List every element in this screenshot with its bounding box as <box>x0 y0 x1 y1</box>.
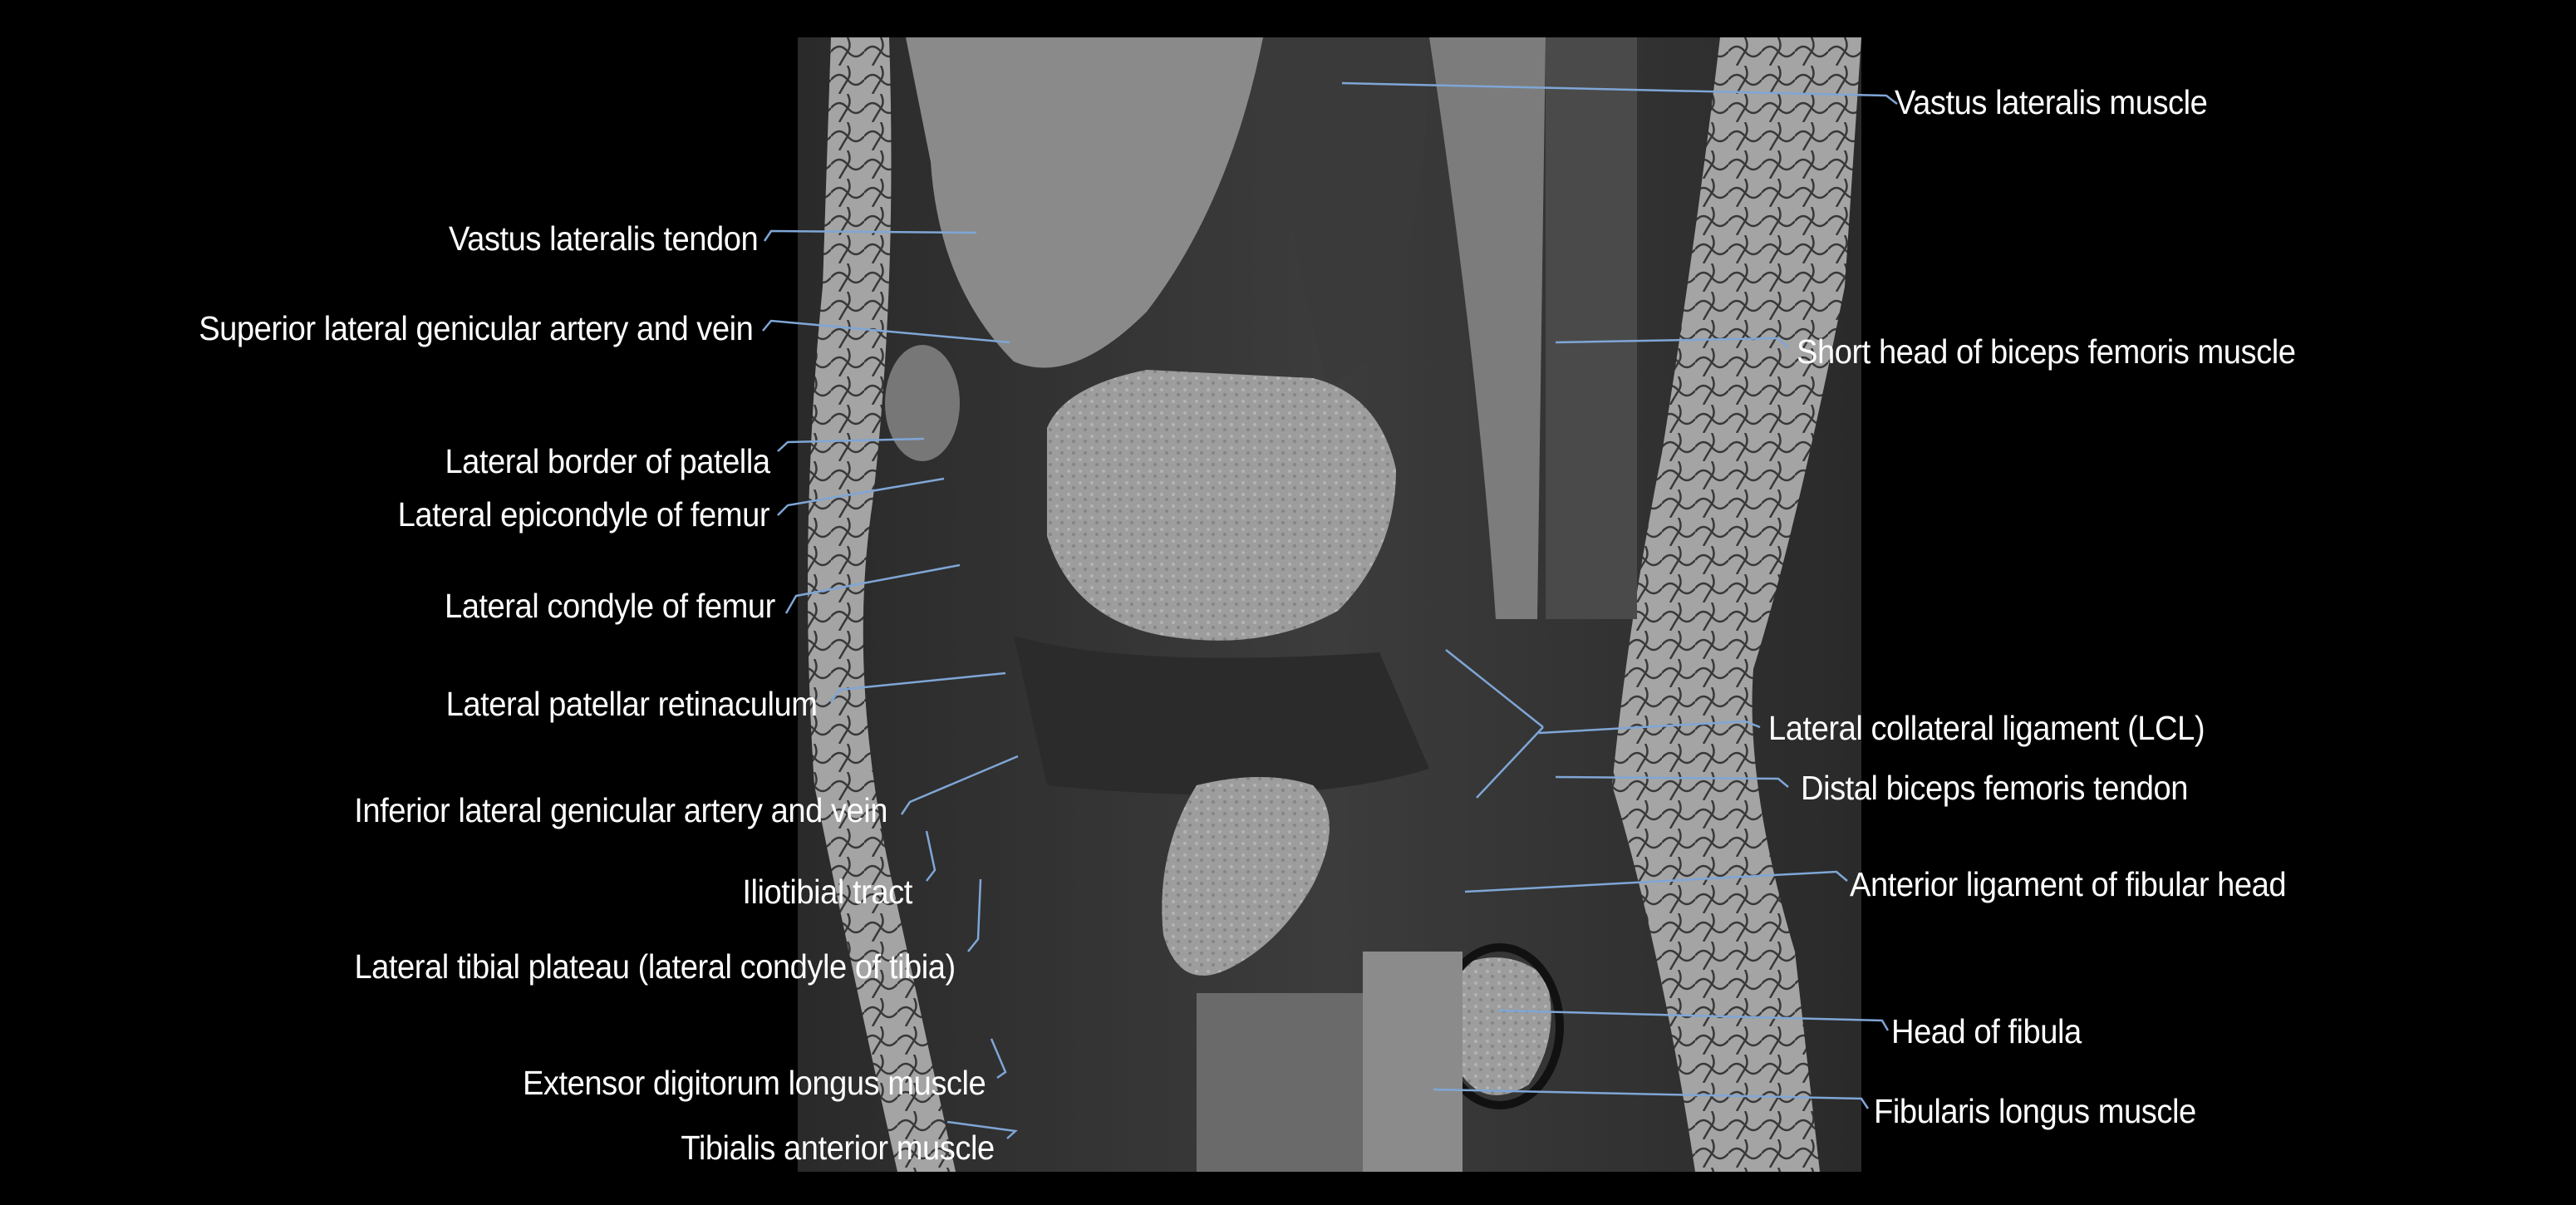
label-lcl: Lateral collateral ligament (LCL) <box>1768 709 2205 747</box>
label-fibularis-longus: Fibularis longus muscle <box>1874 1092 2196 1130</box>
label-distal-biceps-femoris-tendon: Distal biceps femoris tendon <box>1801 769 2188 807</box>
label-anterior-ligament-fibular-head: Anterior ligament of fibular head <box>1850 865 2287 903</box>
label-tibialis-anterior: Tibialis anterior muscle <box>681 1129 995 1167</box>
label-vastus-lateralis-tendon: Vastus lateralis tendon <box>448 219 759 258</box>
label-lateral-epicondyle-femur: Lateral epicondyle of femur <box>397 495 770 534</box>
label-short-head-biceps-femoris: Short head of biceps femoris muscle <box>1797 332 2296 371</box>
knee-mri-image <box>798 37 1861 1172</box>
label-inferior-lateral-genicular: Inferior lateral genicular artery and ve… <box>354 791 887 829</box>
label-lateral-tibial-plateau: Lateral tibial plateau (lateral condyle … <box>354 947 956 986</box>
label-lateral-border-patella: Lateral border of patella <box>445 442 771 480</box>
label-iliotibial-tract: Iliotibial tract <box>742 873 913 911</box>
label-extensor-digitorum-longus: Extensor digitorum longus muscle <box>522 1064 986 1102</box>
label-vastus-lateralis-muscle: Vastus lateralis muscle <box>1895 83 2208 121</box>
label-head-of-fibula: Head of fibula <box>1891 1012 2082 1050</box>
label-lateral-condyle-femur: Lateral condyle of femur <box>445 587 775 625</box>
label-lateral-patellar-retinaculum: Lateral patellar retinaculum <box>446 685 818 723</box>
label-superior-lateral-genicular: Superior lateral genicular artery and ve… <box>198 309 754 347</box>
